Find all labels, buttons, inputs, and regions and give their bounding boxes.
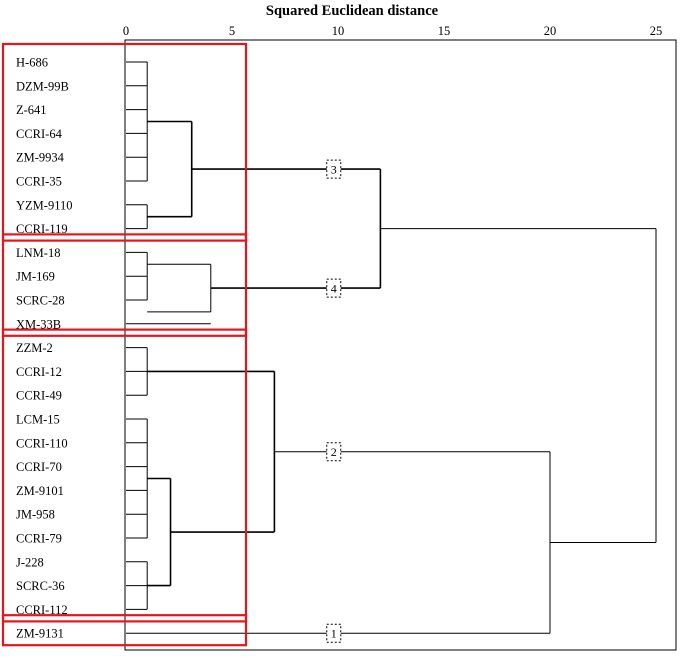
cluster-box (1, 328, 248, 623)
leaf-label: CCRI-110 (16, 436, 68, 450)
leaf-label: CCRI-49 (16, 389, 62, 403)
leaf-label: H-686 (16, 56, 48, 70)
cluster-tag-box (326, 442, 342, 462)
leaf-label: JM-169 (16, 270, 55, 284)
cluster-tag-label: 4 (331, 282, 337, 296)
cluster-boxes (1, 42, 248, 647)
leaf-label: CCRI-64 (16, 127, 63, 141)
dendrogram-links (126, 62, 657, 634)
leaf-label: Z-641 (16, 103, 47, 117)
leaf-label: ZZM-2 (16, 341, 53, 355)
tick-label: 10 (332, 24, 345, 38)
leaf-label: SCRC-36 (16, 579, 65, 593)
tick-label: 5 (229, 24, 235, 38)
leaf-label: ZM-9934 (16, 151, 65, 165)
leaf-label: CCRI-79 (16, 532, 62, 546)
tick-label: 20 (544, 24, 557, 38)
plot-frame (124, 39, 677, 651)
leaf-label: JM-958 (16, 508, 55, 522)
cluster-tags: 3 4 2 1 (326, 159, 342, 643)
cluster-box (1, 614, 248, 647)
tick-label: 0 (123, 24, 129, 38)
leaf-label: J-228 (16, 555, 44, 569)
cluster-tag-box (326, 159, 342, 179)
leaf-lines (126, 61, 211, 610)
leaf-label: CCRI-70 (16, 460, 62, 474)
axis-title: Squared Euclidean distance (266, 3, 439, 19)
cluster-tag-label: 1 (331, 627, 337, 641)
leaf-label: LNM-18 (16, 246, 60, 260)
cluster-box (1, 233, 248, 337)
leaf-label: ZM-9101 (16, 484, 64, 498)
leaf-label: DZM-99B (16, 79, 69, 93)
leaf-label: LCM-15 (16, 413, 60, 427)
x-axis-ticks: 0 5 10 15 20 25 (123, 24, 662, 38)
leaf-label: YZM-9110 (16, 198, 72, 212)
cluster-tag-label: 3 (331, 163, 337, 177)
leaf-label: ZM-9131 (16, 627, 64, 641)
leaf-label: SCRC-28 (16, 294, 65, 308)
leaf-label: XM-33B (16, 317, 61, 331)
tick-label: 15 (438, 24, 451, 38)
cluster-box (1, 42, 248, 242)
leaf-label: CCRI-12 (16, 365, 62, 379)
tick-label: 25 (650, 24, 663, 38)
cluster-tag-box (326, 278, 342, 298)
leaf-label: CCRI-119 (16, 222, 68, 236)
leaf-label: CCRI-112 (16, 603, 68, 617)
leaf-label: CCRI-35 (16, 175, 62, 189)
cluster-tag-box (326, 623, 342, 643)
cluster-tag-label: 2 (331, 445, 337, 459)
